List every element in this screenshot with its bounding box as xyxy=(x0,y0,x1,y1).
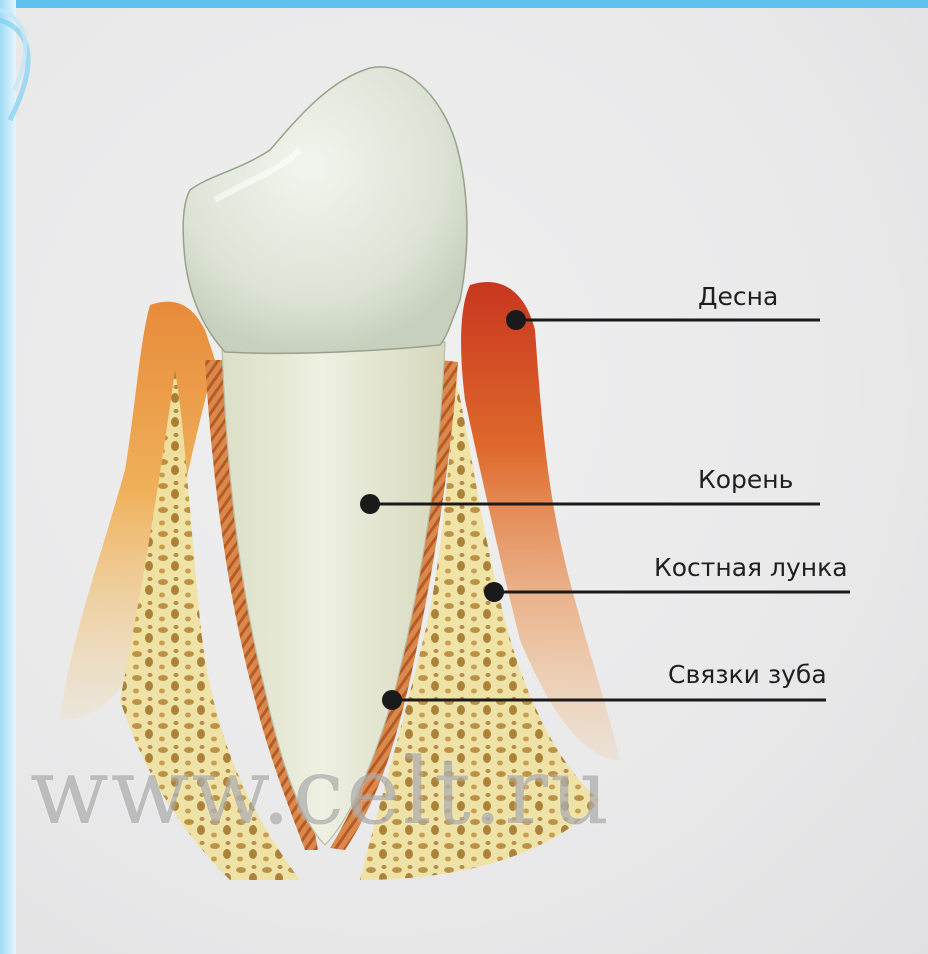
label-root: Корень xyxy=(698,465,793,494)
pointer-gum xyxy=(506,310,820,330)
label-bone-socket: Костная лунка xyxy=(654,553,848,582)
label-tooth-ligaments: Связки зуба xyxy=(668,660,827,689)
watermark: www.celt.ru xyxy=(30,738,611,845)
tooth-crown xyxy=(183,67,467,353)
label-gum: Десна xyxy=(698,282,778,311)
